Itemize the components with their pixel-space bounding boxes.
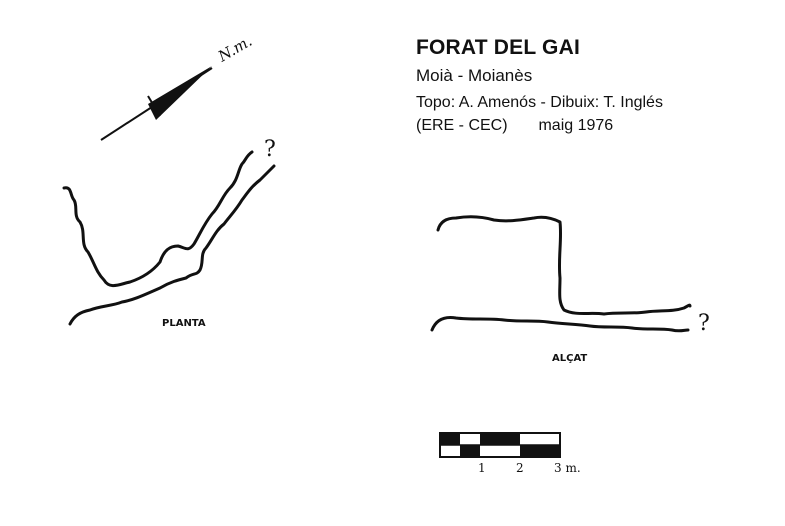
section-outline-upper: [436, 215, 692, 316]
plan-outline-upper: [62, 150, 254, 288]
section-outline-lower: [430, 316, 690, 333]
plan-label: PLANTA: [162, 318, 206, 329]
cave-location: Moià - Moianès: [416, 66, 533, 85]
credits-group: (ERE - CEC): [416, 117, 508, 134]
cave-title: FORAT DEL GAI: [416, 36, 580, 59]
plan-unknown-mark: ?: [264, 137, 276, 162]
section-unknown-mark: ?: [698, 311, 710, 336]
plan-view: ? PLANTA: [62, 137, 276, 329]
section-view: ? ALÇAT: [430, 215, 710, 364]
north-arrow-icon: N.m.: [100, 32, 255, 141]
scale-tick-3: 3 m.: [554, 461, 581, 475]
credits-date: maig 1976: [538, 117, 614, 134]
north-label: N.m.: [214, 32, 255, 66]
credits-line: Topo: A. Amenós - Dibuix: T. Inglés: [416, 94, 663, 111]
scale-tick-2: 2: [516, 461, 524, 475]
credits-line-2: (ERE - CEC) maig 1976: [416, 117, 613, 135]
plan-outline-lower: [68, 164, 276, 326]
scale-tick-1: 1: [478, 461, 486, 475]
scale-bar: 1 2 3 m.: [439, 432, 581, 475]
section-label: ALÇAT: [552, 353, 587, 364]
